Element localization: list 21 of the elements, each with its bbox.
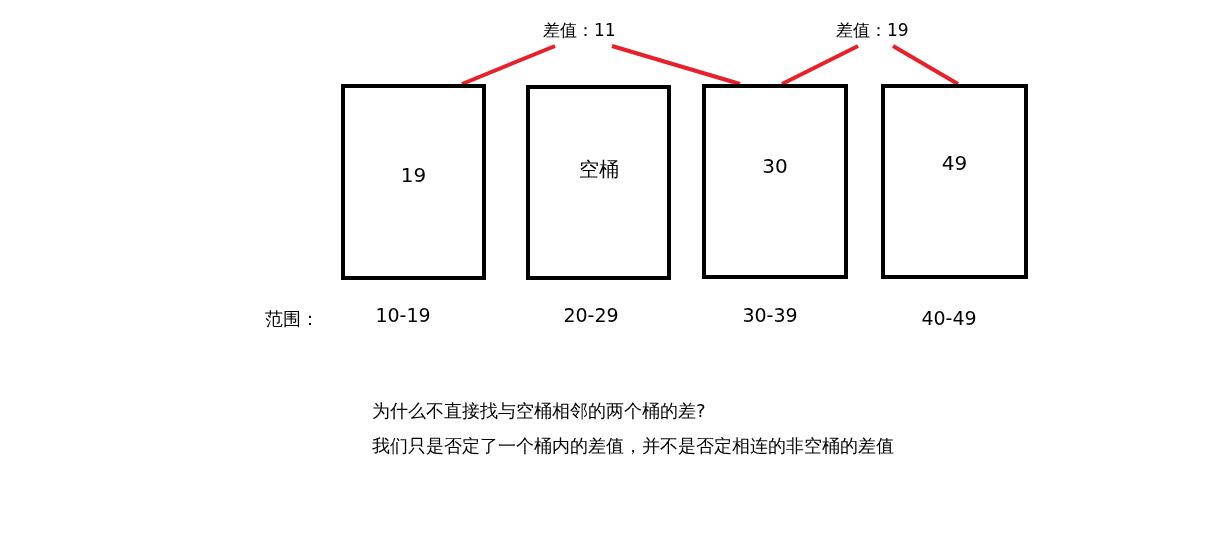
- row-label: 范围：: [265, 307, 319, 331]
- bucket-box: [341, 84, 486, 280]
- bucket-value: 空桶: [578, 156, 619, 183]
- bucket-box: [881, 84, 1028, 279]
- difference-label: 差值：19: [836, 20, 909, 40]
- difference-label: 差值：11: [543, 20, 616, 40]
- bucket-value: 30: [762, 154, 788, 178]
- range-label: 40-49: [921, 307, 977, 329]
- range-label: 20-29: [563, 304, 619, 326]
- note-text: 我们只是否定了一个桶内的差值，并不是否定相连的非空桶的差值: [372, 434, 894, 458]
- connector-line: [781, 44, 859, 86]
- bucket-value: 19: [400, 163, 427, 187]
- range-label: 10-19: [375, 304, 431, 326]
- range-label: 30-39: [742, 304, 798, 326]
- note-text: 为什么不直接找与空桶相邻的两个桶的差?: [372, 399, 706, 423]
- bucket-box: [702, 84, 848, 279]
- bucket-value: 49: [941, 151, 968, 175]
- connector-line: [611, 44, 741, 86]
- connector-line: [461, 44, 556, 86]
- connector-line: [892, 44, 959, 86]
- bucket-box: [526, 85, 671, 280]
